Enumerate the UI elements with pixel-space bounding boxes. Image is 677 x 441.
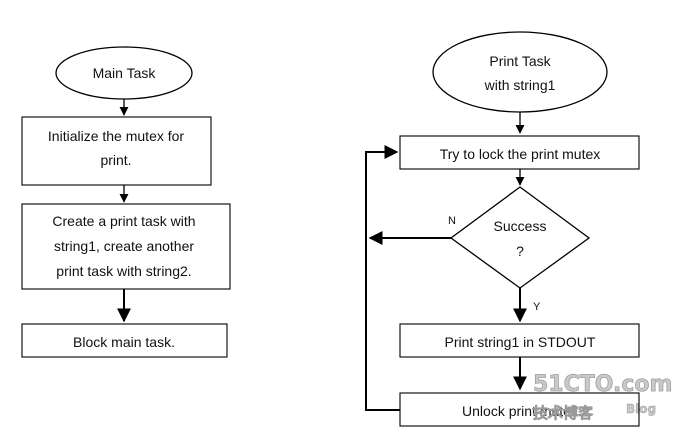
print-string-label: Print string1 in STDOUT <box>445 334 596 350</box>
block-main-task-node <box>21 323 228 358</box>
print-task-start-node <box>432 31 608 113</box>
decision-label-line-1: Success <box>494 218 547 234</box>
create-tasks-line-2: string1, create another <box>54 238 194 254</box>
unlock-mutex-node <box>399 392 640 427</box>
print-task-flow: Print Task with string1 Try to lock the … <box>365 31 640 427</box>
watermark-sub: 技术博客 <box>533 404 594 422</box>
success-decision-node <box>449 186 591 289</box>
print-string-node <box>399 323 640 358</box>
try-lock-label: Try to lock the print mutex <box>440 146 601 162</box>
no-branch-label: N <box>448 215 456 227</box>
print-task-label-line-1: Print Task <box>489 53 551 69</box>
create-tasks-node <box>21 203 231 290</box>
loop-back-arrow <box>365 145 400 411</box>
unlock-mutex-label: Unlock print mutex <box>462 403 578 419</box>
block-main-task-label: Block main task. <box>73 334 175 350</box>
init-mutex-line-1: Initialize the mutex for <box>48 128 185 144</box>
create-tasks-line-1: Create a print task with <box>52 213 195 229</box>
watermark: 51CTO.com 技术博客 Blog <box>533 372 673 423</box>
decision-label-line-2: ? <box>516 243 524 259</box>
create-tasks-line-3: print task with string2. <box>56 263 191 279</box>
main-task-label: Main Task <box>93 65 157 81</box>
watermark-main: 51CTO.com <box>533 372 672 397</box>
init-mutex-node <box>21 116 212 186</box>
main-task-flow: Main Task Initialize the mutex for print… <box>21 46 231 358</box>
try-lock-node <box>399 135 640 170</box>
yes-branch-label: Y <box>533 301 541 313</box>
init-mutex-line-2: print. <box>100 152 131 168</box>
print-task-label-line-2: with string1 <box>484 77 556 93</box>
watermark-blog: Blog <box>626 402 656 416</box>
